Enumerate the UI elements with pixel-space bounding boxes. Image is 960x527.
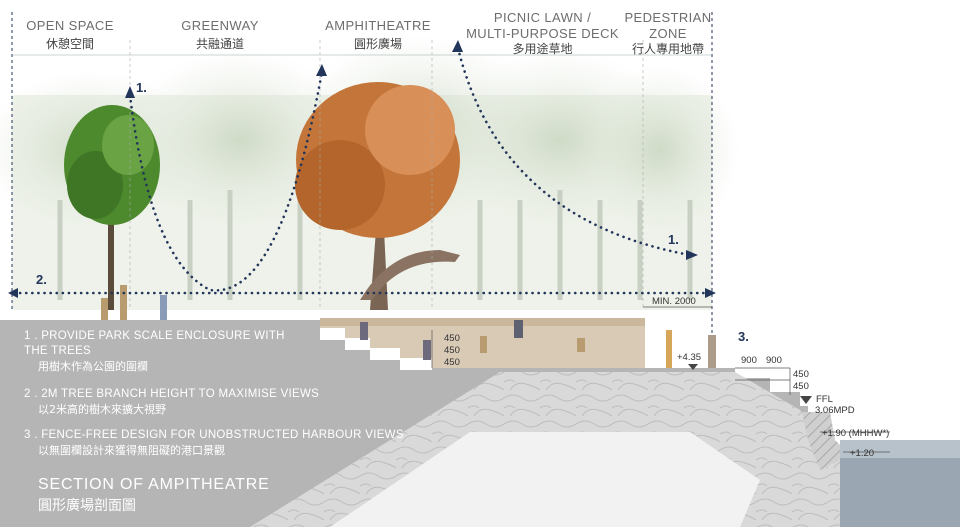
zone-open-space: OPEN SPACE 休憩空間 <box>20 18 120 53</box>
zone-greenway-zh: 共融通道 <box>195 37 244 51</box>
note-3-text: 3 . FENCE-FREE DESIGN FOR UNOBSTRUCTED H… <box>24 428 404 443</box>
section-title-zh: 圓形廣場剖面圖 <box>38 498 136 514</box>
note-3-num: 3 . <box>24 429 38 441</box>
dim-level-435: +4.35 <box>677 352 702 363</box>
note-2-num: 2 . <box>24 388 38 400</box>
dim-rise-b: 450 <box>793 381 809 392</box>
zone-open-space-zh: 休憩空間 <box>45 37 94 51</box>
zone-amphitheatre-en: AMPHITHEATRE <box>325 18 431 33</box>
dim-width-b: 900 <box>766 355 782 366</box>
dim-ffl: FFL <box>816 394 833 405</box>
zone-pedestrian-en: PEDESTRIAN ZONE <box>624 10 712 41</box>
level-435-marker <box>688 364 698 370</box>
note-1-en: PROVIDE PARK SCALE ENCLOSURE WITH THE TR… <box>24 330 285 357</box>
dim-mpd: 3.06MPD <box>815 405 855 416</box>
arrow-heads <box>8 40 716 298</box>
dim-step-b: 450 <box>444 345 460 356</box>
zone-pedestrian-zh: 行人專用地帶 <box>631 42 704 56</box>
zone-picnic-lawn-en: PICNIC LAWN / MULTI-PURPOSE DECK <box>466 10 619 41</box>
green-tree <box>64 105 160 310</box>
note-1: 1 . PROVIDE PARK SCALE ENCLOSURE WITH TH… <box>24 329 354 375</box>
note-3: 3 . FENCE-FREE DESIGN FOR UNOBSTRUCTED H… <box>24 428 404 459</box>
orange-tree <box>295 82 460 310</box>
note-3-zh: 以無圍欄設計來獲得無阻礙的港口景觀 <box>38 444 225 457</box>
note-1-num: 1 . <box>24 330 38 342</box>
dimension-lines <box>431 306 890 453</box>
dim-rise-a: 450 <box>793 369 809 380</box>
zone-pedestrian: PEDESTRIAN ZONE 行人專用地帶 <box>620 10 716 58</box>
water-surface <box>840 440 960 458</box>
zone-amphitheatre-zh: 圓形廣場 <box>353 37 402 51</box>
dim-mhhw: +1.90 (MHHW*) <box>822 428 890 439</box>
seawall-hatch <box>802 412 850 470</box>
zone-greenway: GREENWAY 共融通道 <box>170 18 270 53</box>
marker-1-right: 1. <box>668 232 679 247</box>
note-2-text: 2 . 2M TREE BRANCH HEIGHT TO MAXIMISE VI… <box>24 387 354 402</box>
ffl-marker <box>800 396 812 404</box>
dim-step-c: 450 <box>444 357 460 368</box>
note-2: 2 . 2M TREE BRANCH HEIGHT TO MAXIMISE VI… <box>24 387 354 418</box>
zone-open-space-en: OPEN SPACE <box>26 18 114 33</box>
zone-greenway-en: GREENWAY <box>181 18 259 33</box>
concrete-core <box>330 432 760 527</box>
zone-amphitheatre: AMPHITHEATRE 圓形廣場 <box>318 18 438 53</box>
frame-lines <box>11 12 713 340</box>
note-1-zh: 用樹木作為公園的圍欄 <box>38 360 148 373</box>
note-1-text: 1 . PROVIDE PARK SCALE ENCLOSURE WITH TH… <box>24 329 354 359</box>
zone-picnic-lawn-zh: 多用途草地 <box>512 42 573 56</box>
dim-min-2000: MIN. 2000 <box>652 296 696 307</box>
zone-picnic-lawn: PICNIC LAWN / MULTI-PURPOSE DECK 多用途草地 <box>455 10 630 58</box>
dim-width-a: 900 <box>741 355 757 366</box>
marker-2: 2. <box>36 272 47 287</box>
marker-1-left: 1. <box>136 80 147 95</box>
note-2-en: 2M TREE BRANCH HEIGHT TO MAXIMISE VIEWS <box>41 388 320 400</box>
note-3-en: FENCE-FREE DESIGN FOR UNOBSTRUCTED HARBO… <box>41 429 404 441</box>
section-title-en: SECTION OF AMPITHEATRE <box>38 476 270 493</box>
people <box>101 285 716 368</box>
view-arrows <box>12 46 712 295</box>
section-title: SECTION OF AMPITHEATRE 圓形廣場剖面圖 <box>38 476 270 515</box>
marker-3: 3. <box>738 329 749 344</box>
note-2-zh: 以2米高的樹木來擴大視野 <box>38 403 166 416</box>
arrow-1-left <box>128 70 324 292</box>
dim-level-120: +1.20 <box>850 448 875 459</box>
dim-step-a: 450 <box>444 333 460 344</box>
